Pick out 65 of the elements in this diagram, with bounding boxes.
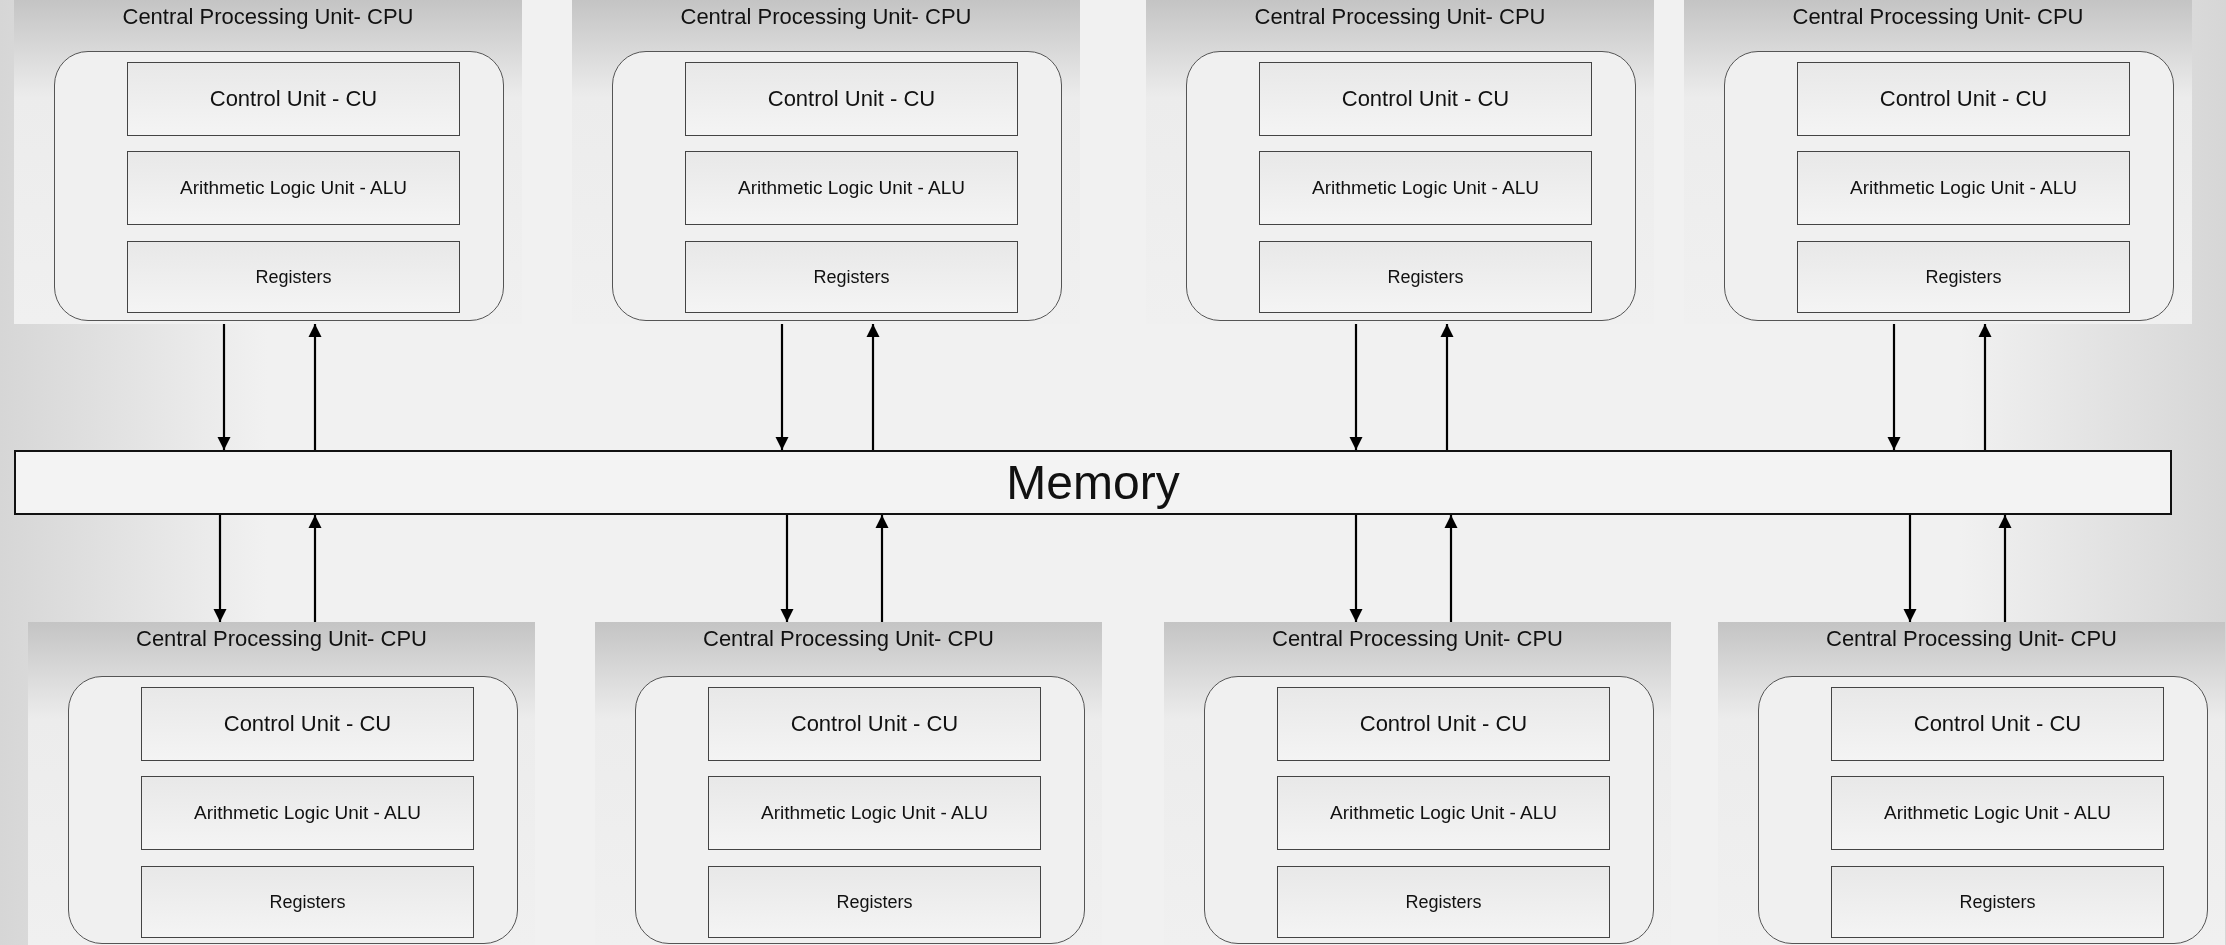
- unit-box: Control Unit - CU: [141, 687, 474, 761]
- unit-box: Registers: [685, 241, 1018, 313]
- arrow: [213, 515, 227, 622]
- arrow: [1903, 515, 1917, 622]
- panel-title: Central Processing Unit- CPU: [1825, 626, 2118, 652]
- cpu-panel: [572, 0, 1080, 324]
- cpu-panel: [28, 622, 535, 945]
- panel-title: Central Processing Unit- CPU: [679, 4, 973, 30]
- unit-box: Registers: [141, 866, 474, 938]
- panel-title: Central Processing Unit- CPU: [135, 626, 428, 652]
- unit-box: Arithmetic Logic Unit - ALU: [141, 776, 474, 850]
- unit-box: Control Unit - CU: [1259, 62, 1592, 136]
- cpu-panel: [1146, 0, 1654, 324]
- arrow: [1349, 515, 1363, 622]
- arrow: [875, 515, 889, 622]
- cpu-panel: [1718, 622, 2225, 945]
- unit-box: Control Unit - CU: [708, 687, 1041, 761]
- unit-box: Arithmetic Logic Unit - ALU: [708, 776, 1041, 850]
- unit-box: Registers: [127, 241, 460, 313]
- unit-box: Arithmetic Logic Unit - ALU: [1277, 776, 1610, 850]
- unit-box: Control Unit - CU: [127, 62, 460, 136]
- cpu-panel: [1164, 622, 1671, 945]
- unit-box: Arithmetic Logic Unit - ALU: [1259, 151, 1592, 225]
- unit-box: Registers: [708, 866, 1041, 938]
- unit-box: Control Unit - CU: [1831, 687, 2164, 761]
- arrow: [780, 515, 794, 622]
- arrow: [1978, 324, 1992, 450]
- arrow: [308, 515, 322, 622]
- rounded-box: [54, 51, 504, 321]
- unit-box: Control Unit - CU: [1277, 687, 1610, 761]
- cpu-panel: [14, 0, 522, 324]
- panel-title: Central Processing Unit- CPU: [702, 626, 995, 652]
- panel-title: Central Processing Unit- CPU: [1271, 626, 1564, 652]
- rounded-box: [1186, 51, 1636, 321]
- unit-box: Control Unit - CU: [1797, 62, 2130, 136]
- arrow: [1444, 515, 1458, 622]
- rounded-box: [1204, 676, 1654, 944]
- cpu-panel: [595, 622, 1102, 945]
- arrow: [1349, 324, 1363, 450]
- cpu-panel: [1684, 0, 2192, 324]
- arrow: [217, 324, 231, 450]
- unit-box: Registers: [1259, 241, 1592, 313]
- arrow: [1998, 515, 2012, 622]
- rounded-box: [1758, 676, 2208, 944]
- rounded-box: [1724, 51, 2174, 321]
- unit-box: Arithmetic Logic Unit - ALU: [685, 151, 1018, 225]
- arrow: [308, 324, 322, 450]
- unit-box: Registers: [1831, 866, 2164, 938]
- panel-title: Central Processing Unit- CPU: [1791, 4, 2085, 30]
- rounded-box: [68, 676, 518, 944]
- arrow: [775, 324, 789, 450]
- panel-title: Central Processing Unit- CPU: [121, 4, 415, 30]
- memory-bar: Memory: [14, 450, 2172, 515]
- rounded-box: [612, 51, 1062, 321]
- unit-box: Registers: [1797, 241, 2130, 313]
- unit-box: Arithmetic Logic Unit - ALU: [1797, 151, 2130, 225]
- arrow: [1887, 324, 1901, 450]
- unit-box: Control Unit - CU: [685, 62, 1018, 136]
- arrow: [866, 324, 880, 450]
- rounded-box: [635, 676, 1085, 944]
- unit-box: Registers: [1277, 866, 1610, 938]
- unit-box: Arithmetic Logic Unit - ALU: [127, 151, 460, 225]
- arrow: [1440, 324, 1454, 450]
- unit-box: Arithmetic Logic Unit - ALU: [1831, 776, 2164, 850]
- panel-title: Central Processing Unit- CPU: [1253, 4, 1547, 30]
